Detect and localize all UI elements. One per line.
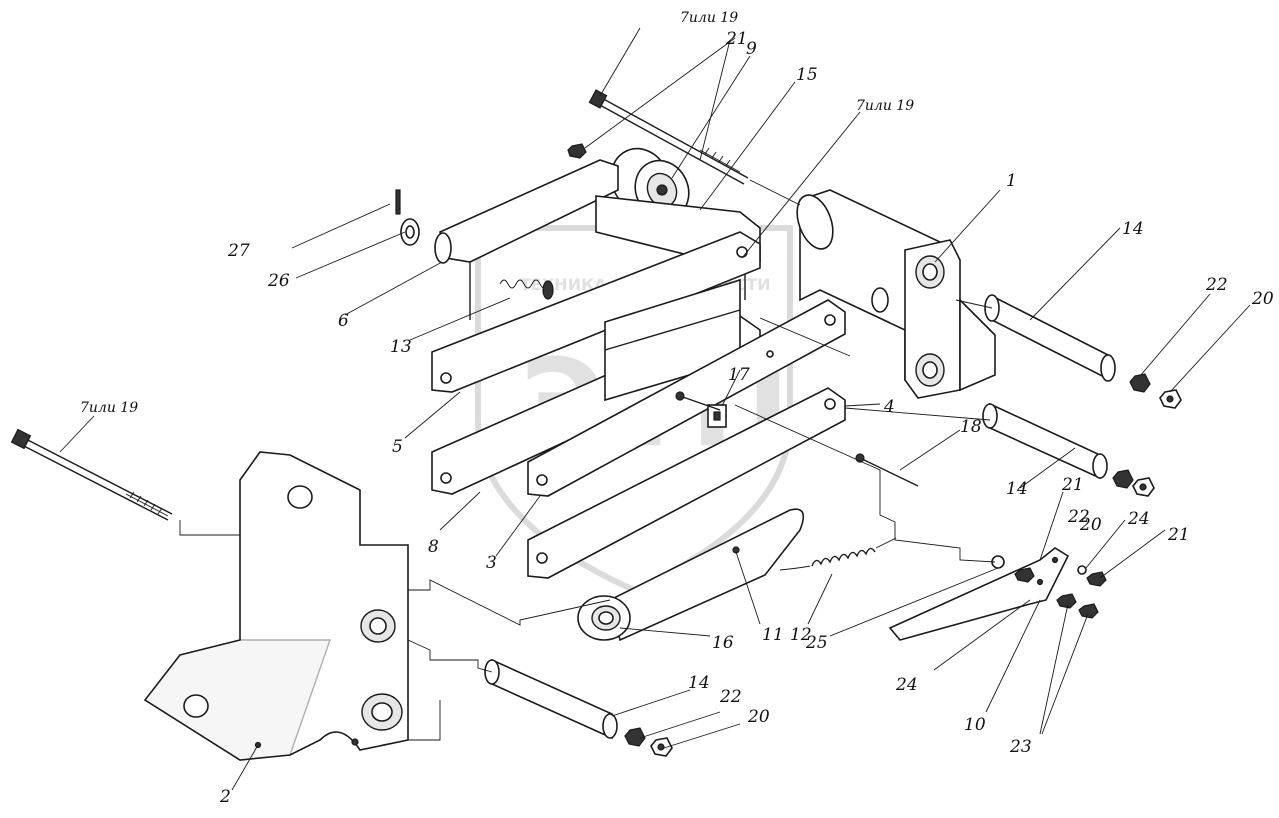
nut-20-lower [650, 737, 673, 757]
left-bolt [10, 428, 173, 521]
bushing-16 [577, 595, 631, 641]
label-part-5: 5 [392, 437, 403, 457]
label-part-22-upper: 22 [1205, 275, 1228, 295]
label-part-13: 13 [390, 337, 412, 357]
tube-14-upper [984, 294, 1116, 382]
top-bolt [588, 89, 749, 185]
nut-22-upper [1129, 373, 1151, 393]
spring-13 [499, 279, 554, 300]
pin-27 [395, 189, 401, 215]
plate-3 [527, 387, 846, 579]
label-part-14-lower: 14 [688, 673, 710, 693]
label-part-22-lower: 22 [719, 687, 742, 707]
nut-20-upper [1159, 389, 1182, 409]
label-part-20-lower: 20 [747, 707, 770, 727]
tube-14-middle [982, 402, 1108, 480]
callout-labels: 1 2 3 4 5 6 8 9 10 11 12 13 14 14 14 15 … [80, 10, 1274, 807]
label-part-23: 23 [1009, 737, 1032, 757]
label-part-1: 1 [1006, 171, 1017, 191]
label-part-26: 26 [267, 271, 290, 291]
label-part-24-right: 24 [1127, 509, 1150, 529]
nut-20-middle [1132, 477, 1155, 497]
label-part-18: 18 [960, 417, 982, 437]
label-part-16: 16 [712, 633, 734, 653]
nut-21-top [567, 143, 587, 159]
label-part-14-middle: 14 [1006, 479, 1028, 499]
washer-24 [1077, 565, 1087, 575]
label-part-21-lever: 21 [1061, 475, 1084, 495]
label-part-15: 15 [796, 65, 818, 85]
label-part-22-middle: 22 [1067, 507, 1090, 527]
assembly-axes [179, 179, 996, 741]
leader-lines [59, 27, 1251, 791]
plate-11 [609, 508, 805, 642]
bracket-2 [143, 451, 409, 761]
label-part-6: 6 [338, 311, 349, 331]
label-alt-left: 7или 19 [80, 400, 138, 416]
bolt-17 [675, 391, 721, 411]
tube-14-lower [484, 658, 618, 740]
nut-22-lower [624, 727, 646, 747]
label-part-20-upper: 20 [1251, 289, 1274, 309]
label-alt-middle: 7или 19 [856, 98, 914, 114]
label-part-11: 11 [762, 625, 784, 645]
label-part-2: 2 [219, 787, 231, 807]
label-part-25: 25 [805, 633, 828, 653]
nut-22-middle [1112, 469, 1134, 489]
label-part-24-lower: 24 [895, 675, 918, 695]
plate-5 [431, 231, 761, 393]
nut-21-lever [1014, 567, 1035, 583]
label-part-3: 3 [486, 553, 497, 573]
label-part-4: 4 [883, 397, 895, 417]
lever-10 [888, 547, 1070, 641]
bushing-17 [707, 404, 727, 428]
spring-12 [779, 537, 897, 571]
nut-21-right [1086, 571, 1107, 587]
watermark-left-text: ТЕХНИКА [520, 275, 607, 294]
label-part-20-middle: 20 [1079, 515, 1102, 535]
washer-26 [400, 218, 420, 246]
bracket-1 [796, 189, 996, 399]
label-part-14-upper: 14 [1122, 219, 1144, 239]
label-part-17: 17 [728, 365, 750, 385]
bolt-18 [855, 453, 919, 487]
label-part-9: 9 [746, 39, 757, 59]
label-part-21-right: 21 [1167, 525, 1190, 545]
label-part-21-top: 21 [725, 29, 748, 49]
roller-9 [599, 147, 721, 223]
label-part-10: 10 [964, 715, 986, 735]
label-part-12: 12 [790, 625, 812, 645]
label-part-27: 27 [227, 241, 250, 261]
label-part-8: 8 [428, 537, 439, 557]
label-alt-top: 7или 19 [680, 10, 738, 26]
nuts-23 [1056, 593, 1099, 619]
